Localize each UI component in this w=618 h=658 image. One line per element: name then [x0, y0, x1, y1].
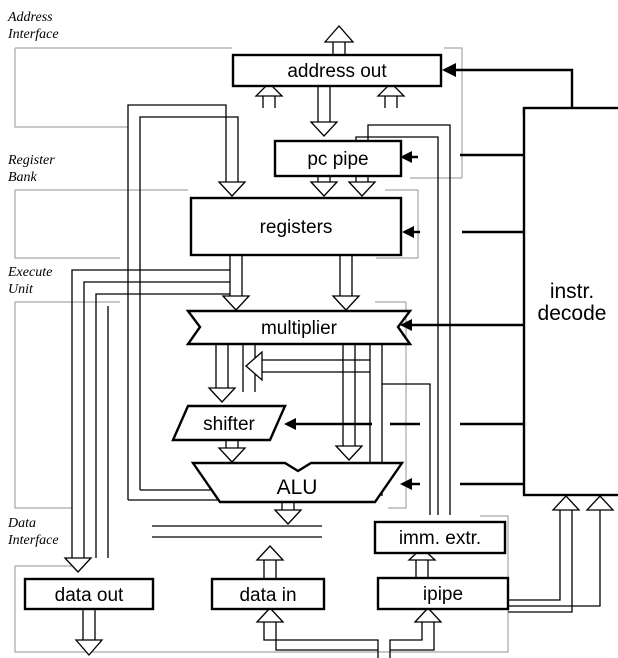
multiplier-to-shifter-arrow — [207, 344, 237, 403]
data-in-label: data in — [239, 585, 296, 606]
shifter-to-alu-arrow — [217, 440, 247, 463]
multiplier-label: multiplier — [261, 318, 338, 339]
decode-to-address-wire — [450, 68, 574, 108]
pc-pipe-block: pc pipe — [273, 139, 403, 178]
address-bus-arrow — [323, 25, 355, 55]
svg-text:Unit: Unit — [8, 282, 34, 297]
alu-feedback-left-arrow — [242, 344, 370, 392]
ipipe-label: ipipe — [423, 584, 463, 605]
register-read-bus-left-2 — [95, 293, 230, 558]
execute-unit-label: Execute Unit — [7, 265, 52, 297]
register-bank-region — [14, 189, 419, 259]
ipipe-block: ipipe — [376, 576, 510, 611]
addr-in-right-arrow — [376, 82, 406, 108]
svg-text:Address: Address — [7, 10, 53, 25]
multiplier-block: multiplier — [185, 309, 413, 346]
register-read-bus-left — [63, 269, 230, 573]
multiplier-to-alu-right-arrow — [334, 344, 364, 461]
data-interface-label: Data Interface — [7, 516, 59, 548]
svg-text:Execute: Execute — [7, 265, 52, 280]
address-out-block: address out — [231, 53, 443, 88]
data-out-down-arrow — [74, 609, 104, 656]
svg-text:Register: Register — [7, 153, 55, 168]
data-out-label: data out — [55, 585, 124, 606]
instr-decode-label-line1: instr. — [550, 280, 594, 303]
addr-to-pcpipe-arrow — [309, 86, 339, 137]
registers-to-multiplier-right-arrow — [331, 254, 361, 311]
execute-unit-region — [14, 301, 407, 509]
data-interface-region — [14, 515, 509, 653]
shifter-label: shifter — [203, 414, 255, 435]
registers-to-multiplier-left-arrow — [221, 254, 251, 311]
data-in-up-arrow — [255, 545, 285, 579]
addr-in-left-arrow — [254, 82, 284, 108]
svg-text:Interface: Interface — [7, 533, 59, 548]
decode-to-address-arrowhead — [442, 63, 456, 77]
imm-extr-label: imm. extr. — [399, 528, 481, 549]
svg-text:Bank: Bank — [8, 170, 38, 185]
svg-text:Interface: Interface — [7, 27, 59, 42]
data-bus-bottom — [255, 607, 443, 658]
pcpipe-to-registers-arrow — [309, 176, 339, 197]
ipipe-to-decode-arrow — [508, 495, 615, 613]
alu-label: ALU — [277, 476, 318, 499]
svg-text:Data: Data — [7, 516, 36, 531]
register-bank-label: Register Bank — [7, 153, 55, 185]
imm-extr-block: imm. extr. — [373, 520, 507, 555]
registers-block: registers — [189, 196, 403, 257]
data-in-block: data in — [210, 577, 326, 611]
alu-block: ALU — [190, 461, 405, 504]
shifter-block: shifter — [171, 404, 287, 442]
address-interface-label: Address Interface — [7, 10, 59, 42]
pc-pipe-label: pc pipe — [307, 149, 368, 170]
instr-decode-block: instr. decode — [522, 106, 618, 497]
address-out-label: address out — [287, 61, 387, 82]
address-interface-region — [14, 47, 463, 179]
registers-left-input-bus — [127, 104, 247, 500]
instr-decode-label-line2: decode — [538, 302, 607, 325]
data-out-block: data out — [23, 577, 155, 611]
registers-label: registers — [260, 217, 333, 238]
